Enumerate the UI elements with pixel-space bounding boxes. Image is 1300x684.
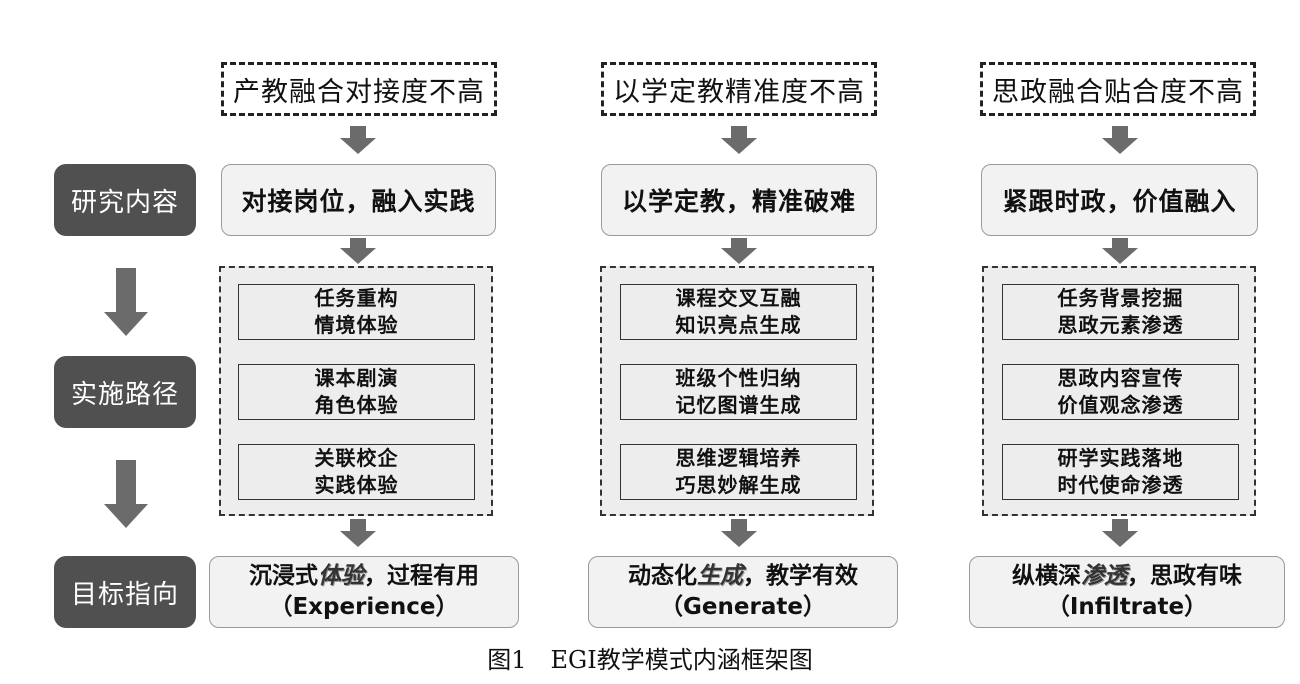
side-label-implementation: 实施路径 (54, 356, 196, 428)
path-item: 思政内容宣传 价值观念渗透 (1002, 364, 1239, 420)
goal-line: 动态化生成，教学有效 (628, 561, 858, 592)
path-item-line: 实践体验 (314, 473, 399, 497)
path-item: 关联校企 实践体验 (238, 444, 475, 500)
goal-prefix: 纵横深 (1012, 563, 1081, 589)
path-item-line: 思政元素渗透 (1057, 313, 1184, 337)
path-item-line: 知识亮点生成 (675, 313, 802, 337)
path-item-line: 记忆图谱生成 (675, 393, 802, 417)
goal-line: 沉浸式体验，过程有用 (249, 561, 479, 592)
path-item-line: 任务背景挖掘 (1057, 286, 1184, 310)
path-item-line: 思维逻辑培养 (675, 446, 802, 470)
side-label-goal: 目标指向 (54, 556, 196, 628)
path-item-line: 思政内容宣传 (1057, 366, 1184, 390)
goal-highlight: 体验 (318, 563, 364, 589)
goal-prefix: 动态化 (628, 563, 697, 589)
problem-box: 思政融合贴合度不高 (980, 62, 1256, 116)
path-item-line: 课程交叉互融 (675, 286, 802, 310)
implementation-panel: 任务重构 情境体验 课本剧演 角色体验 关联校企 实践体验 (219, 266, 493, 516)
path-item: 班级个性归纳 记忆图谱生成 (620, 364, 857, 420)
goal-highlight: 渗透 (1081, 563, 1127, 589)
path-item-line: 情境体验 (314, 313, 399, 337)
goal-english: （Infiltrate） (1046, 594, 1208, 620)
path-item-line: 关联校企 (314, 446, 399, 470)
goal-suffix: ，思政有味 (1127, 563, 1242, 589)
goal-highlight: 生成 (697, 563, 743, 589)
path-item: 课程交叉互融 知识亮点生成 (620, 284, 857, 340)
path-item-line: 班级个性归纳 (675, 366, 802, 390)
path-item: 研学实践落地 时代使命渗透 (1002, 444, 1239, 500)
goal-prefix: 沉浸式 (249, 563, 318, 589)
path-item: 思维逻辑培养 巧思妙解生成 (620, 444, 857, 500)
path-item-line: 课本剧演 (314, 366, 399, 390)
path-item-line: 巧思妙解生成 (675, 473, 802, 497)
goal-suffix: ，过程有用 (364, 563, 479, 589)
path-item-line: 时代使命渗透 (1057, 473, 1184, 497)
path-item-line: 任务重构 (314, 286, 399, 310)
implementation-panel: 课程交叉互融 知识亮点生成 班级个性归纳 记忆图谱生成 思维逻辑培养 巧思妙解生… (600, 266, 874, 516)
path-item: 课本剧演 角色体验 (238, 364, 475, 420)
path-item-line: 价值观念渗透 (1057, 393, 1184, 417)
path-item: 任务重构 情境体验 (238, 284, 475, 340)
research-content-box: 对接岗位，融入实践 (221, 164, 496, 236)
goal-suffix: ，教学有效 (743, 563, 858, 589)
goal-english: （Generate） (660, 594, 826, 620)
research-content-box: 以学定教，精准破难 (601, 164, 877, 236)
research-content-box: 紧跟时政，价值融入 (981, 164, 1258, 236)
path-item-line: 研学实践落地 (1057, 446, 1184, 470)
goal-box: 沉浸式体验，过程有用 （Experience） (209, 556, 519, 628)
path-item-line: 角色体验 (314, 393, 399, 417)
goal-box: 动态化生成，教学有效 （Generate） (588, 556, 898, 628)
goal-english: （Experience） (269, 594, 459, 620)
goal-box: 纵横深渗透，思政有味 （Infiltrate） (969, 556, 1285, 628)
problem-box: 产教融合对接度不高 (221, 62, 497, 116)
path-item: 任务背景挖掘 思政元素渗透 (1002, 284, 1239, 340)
problem-box: 以学定教精准度不高 (601, 62, 877, 116)
side-label-research: 研究内容 (54, 164, 196, 236)
figure-caption: 图1 EGI教学模式内涵框架图 (487, 646, 813, 674)
goal-line: 纵横深渗透，思政有味 (1012, 561, 1242, 592)
implementation-panel: 任务背景挖掘 思政元素渗透 思政内容宣传 价值观念渗透 研学实践落地 时代使命渗… (982, 266, 1256, 516)
